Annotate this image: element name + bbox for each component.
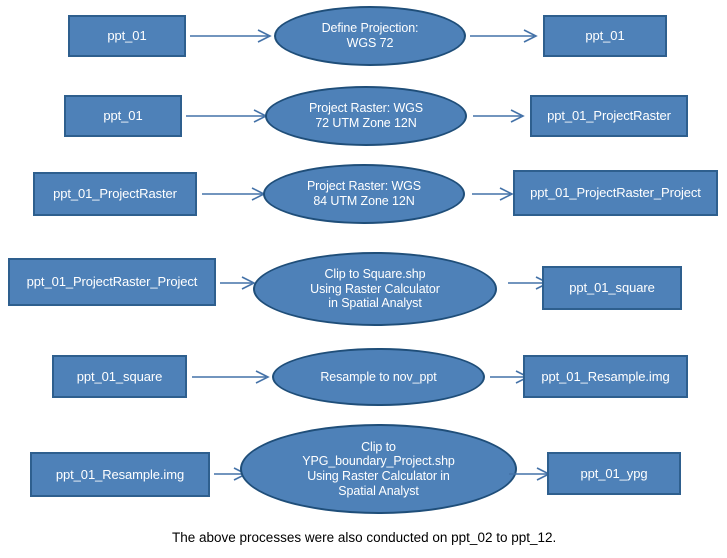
arrow-process-to-output-row-3 <box>472 187 514 201</box>
process-node-row-2[interactable]: Project Raster: WGS 72 UTM Zone 12N <box>265 86 467 146</box>
process-node-label: Clip to Square.shp Using Raster Calculat… <box>269 267 481 311</box>
process-node-label: Clip to YPG_boundary_Project.shp Using R… <box>256 440 501 499</box>
process-line: 72 UTM Zone 12N <box>315 116 417 130</box>
process-node-row-5[interactable]: Resample to nov_ppt <box>272 348 485 406</box>
input-node-row-2[interactable]: ppt_01 <box>64 95 182 137</box>
process-line: Define Projection: <box>321 21 419 36</box>
input-node-label: ppt_01_ProjectRaster <box>53 186 177 202</box>
process-node-row-6[interactable]: Clip to YPG_boundary_Project.shp Using R… <box>240 424 517 514</box>
process-line: in Spatial Analyst <box>328 296 422 311</box>
arrow-process-to-output-row-2 <box>473 109 525 123</box>
input-node-row-1[interactable]: ppt_01 <box>68 15 186 57</box>
process-node-row-4[interactable]: Clip to Square.shp Using Raster Calculat… <box>253 252 497 326</box>
arrow-input-to-process-row-1 <box>190 29 272 43</box>
process-line: Project Raster: WGS <box>308 101 424 116</box>
input-node-label: ppt_01_ProjectRaster_Project <box>26 274 198 290</box>
process-node-row-3[interactable]: Project Raster: WGS 84 UTM Zone 12N <box>263 164 465 224</box>
process-line: Resample to nov_ppt <box>320 369 437 384</box>
output-node-label: ppt_01_ProjectRaster <box>547 108 671 124</box>
input-node-label: ppt_01_Resample.img <box>55 466 185 482</box>
input-node-label: ppt_01 <box>107 28 147 44</box>
output-node-row-1[interactable]: ppt_01 <box>543 15 667 57</box>
diagram-caption: The above processes were also conducted … <box>172 530 557 545</box>
process-line: YPG_boundary_Project.shp <box>302 454 455 469</box>
input-node-label: ppt_01 <box>103 108 143 124</box>
output-node-row-4[interactable]: ppt_01_square <box>542 266 682 310</box>
process-line: Using Raster Calculator <box>310 281 440 296</box>
process-node-label: Define Projection: WGS 72 <box>290 21 450 51</box>
input-node-label: ppt_01_square <box>76 368 163 384</box>
output-node-row-2[interactable]: ppt_01_ProjectRaster <box>530 95 688 137</box>
input-node-row-6[interactable]: ppt_01_Resample.img <box>30 452 210 497</box>
arrow-input-to-process-row-3 <box>202 187 266 201</box>
process-line: 84 UTM Zone 12N <box>313 194 415 208</box>
arrow-input-to-process-row-2 <box>186 109 268 123</box>
output-node-label: ppt_01_Resample.img <box>541 368 670 384</box>
output-node-row-6[interactable]: ppt_01_ypg <box>547 452 681 495</box>
process-line: WGS 72 <box>346 36 394 50</box>
output-node-label: ppt_01_ypg <box>580 465 648 481</box>
output-node-label: ppt_01_ProjectRaster_Project <box>530 185 701 201</box>
output-node-row-5[interactable]: ppt_01_Resample.img <box>523 355 688 398</box>
output-node-label: ppt_01 <box>585 28 625 44</box>
process-node-label: Resample to nov_ppt <box>288 370 469 385</box>
arrow-input-to-process-row-5 <box>192 370 270 384</box>
input-node-row-3[interactable]: ppt_01_ProjectRaster <box>33 172 197 216</box>
process-line: Clip to <box>361 439 396 454</box>
process-node-row-1[interactable]: Define Projection: WGS 72 <box>274 6 466 66</box>
process-line: Project Raster: WGS <box>306 179 422 194</box>
process-node-label: Project Raster: WGS 72 UTM Zone 12N <box>281 101 451 131</box>
process-node-label: Project Raster: WGS 84 UTM Zone 12N <box>279 179 449 209</box>
output-node-label: ppt_01_square <box>569 280 655 296</box>
arrow-process-to-output-row-1 <box>470 29 538 43</box>
input-node-row-5[interactable]: ppt_01_square <box>52 355 187 398</box>
process-line: Clip to Square.shp <box>324 266 426 281</box>
output-node-row-3[interactable]: ppt_01_ProjectRaster_Project <box>513 170 718 216</box>
input-node-row-4[interactable]: ppt_01_ProjectRaster_Project <box>8 258 216 306</box>
process-line: Spatial Analyst <box>338 483 419 498</box>
process-line: Using Raster Calculator in <box>307 469 450 483</box>
